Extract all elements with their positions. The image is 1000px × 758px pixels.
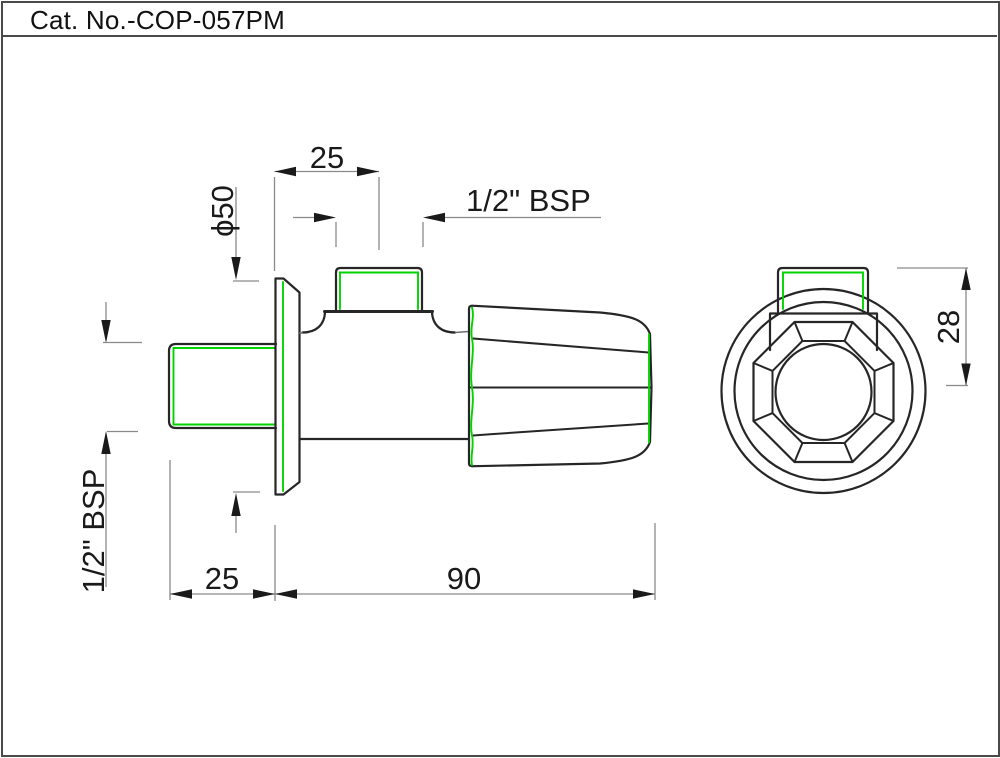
- side-view: 25 ϕ50 1/2" BSP: [76, 140, 656, 601]
- dim-text-bsp-top: 1/2" BSP: [466, 183, 591, 218]
- inlet-pipe: [167, 342, 278, 430]
- wall-flange: [274, 277, 301, 496]
- dim-inlet-thread: 1/2" BSP: [76, 302, 142, 593]
- bore-circle: [774, 342, 873, 442]
- handle-knob: [467, 304, 653, 468]
- octagon-chamfer-lines: [752, 321, 895, 463]
- dim-outlet-height: 28: [897, 267, 971, 387]
- arrowhead-up: [231, 493, 241, 516]
- arrowhead-down: [101, 320, 111, 343]
- dim-text-25-bottom: 25: [205, 561, 239, 596]
- body-fillet-left: [301, 310, 327, 334]
- arrowhead-left: [423, 212, 445, 223]
- knob-outline: [467, 304, 653, 468]
- end-view: 28: [720, 266, 971, 495]
- arrowhead-right: [314, 212, 336, 223]
- dim-text-bsp-left: 1/2" BSP: [76, 469, 111, 594]
- body-fillet-right: [430, 310, 457, 334]
- arrowhead-left: [275, 589, 297, 599]
- dim-text-25-top: 25: [310, 140, 344, 175]
- dim-flange-diameter: ϕ50: [205, 185, 260, 533]
- catalog-number-title: Cat. No.-COP-057PM: [30, 5, 286, 35]
- body-top-right-line: [454, 330, 470, 334]
- inlet-pipe-outline: [167, 342, 278, 430]
- flange-outline: [274, 277, 301, 496]
- top-outlet-nut: [334, 266, 424, 314]
- hex-nut-octagon: [752, 320, 895, 464]
- octagon-inner: [771, 340, 876, 444]
- arrowhead-left: [170, 589, 192, 599]
- outlet-nut-front-highlight: [782, 271, 864, 310]
- arrowhead-down: [961, 363, 971, 386]
- outlet-shoulder-outline: [768, 312, 879, 352]
- dim-outlet-thread: 1/2" BSP: [293, 183, 601, 247]
- dim-flange-to-outlet-center: 25: [273, 140, 380, 271]
- arrowhead-down: [231, 257, 241, 280]
- arrowhead-right: [357, 166, 379, 177]
- valve-body: [298, 310, 471, 441]
- knob-ridge-lower: [472, 422, 650, 437]
- knob-left-highlight: [470, 306, 474, 466]
- arrowhead-left: [274, 166, 296, 177]
- flange-outer-circle: [720, 287, 927, 495]
- outlet-nut-outline: [334, 266, 424, 314]
- arrowhead-up: [961, 268, 971, 290]
- dim-bottom-lengths: 25 90: [169, 460, 656, 601]
- arrowhead-up: [101, 431, 111, 454]
- title-separator-line: [2, 35, 997, 37]
- flange-inner-circle: [733, 300, 914, 482]
- dim-text-28: 28: [931, 310, 966, 344]
- outlet-nut-highlight: [339, 271, 419, 310]
- inlet-pipe-thread-highlight: [172, 347, 276, 426]
- outlet-nut-front-outline: [776, 266, 870, 314]
- dim-text-phi50: ϕ50: [205, 185, 240, 237]
- arrowhead-right: [633, 589, 655, 599]
- knob-ridge-upper: [472, 337, 650, 354]
- arrowhead-right: [253, 589, 275, 599]
- dim-text-90: 90: [447, 561, 481, 596]
- outlet-nut-front: [768, 266, 879, 352]
